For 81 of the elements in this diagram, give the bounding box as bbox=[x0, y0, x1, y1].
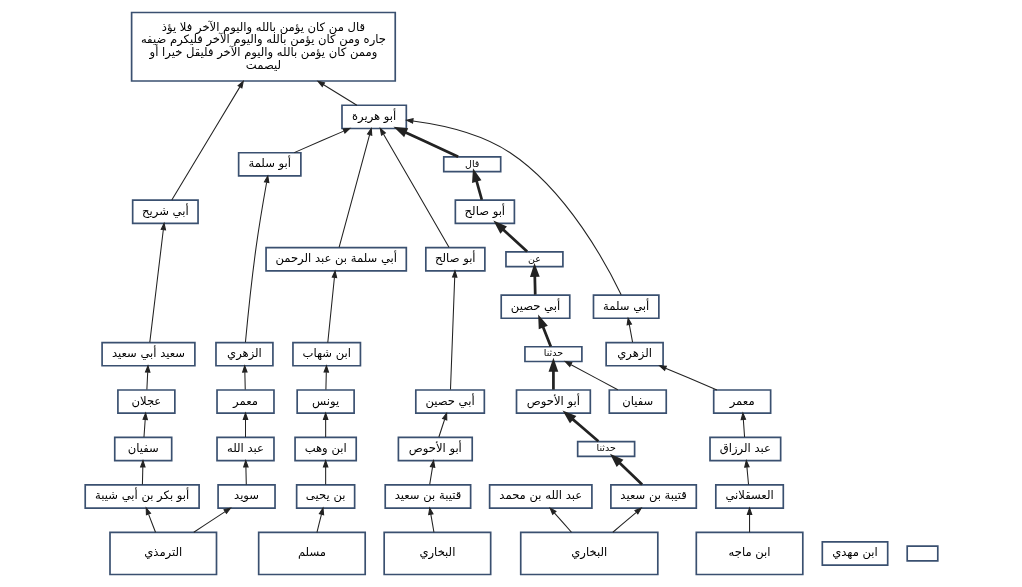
node-box: قتيبة بن سعيد bbox=[609, 484, 697, 509]
node-box: العسقلاني bbox=[714, 484, 784, 509]
arrow bbox=[241, 364, 248, 391]
node-box: أبي سلمة بن عبد الرحمن bbox=[264, 246, 407, 272]
arrow bbox=[322, 364, 329, 391]
arrow bbox=[192, 507, 232, 533]
node-box: ابن شهاب bbox=[291, 341, 361, 367]
arrow bbox=[141, 411, 148, 438]
node-box: قال bbox=[442, 156, 502, 173]
arrow bbox=[170, 79, 244, 201]
arrow bbox=[145, 506, 156, 533]
arrow bbox=[144, 364, 151, 391]
node-box: سفيان bbox=[607, 389, 667, 415]
node-box: عبد الله bbox=[215, 436, 275, 462]
arrow bbox=[626, 316, 633, 343]
arrow bbox=[404, 118, 622, 296]
arrow bbox=[657, 365, 717, 391]
node-box: سعيد أبي سعيد bbox=[100, 341, 196, 367]
arrow bbox=[338, 126, 372, 248]
node-box: البخاري bbox=[519, 531, 659, 576]
node-box: عجلان bbox=[116, 389, 176, 415]
arrow bbox=[393, 126, 459, 158]
node-box: أبو هريرة bbox=[340, 104, 407, 130]
arrow bbox=[492, 220, 528, 253]
node-box: أبو الأحوص bbox=[515, 389, 591, 415]
node-box: الزهري bbox=[604, 341, 664, 367]
node-box: أبي شريح bbox=[131, 199, 199, 225]
node-box: عن bbox=[504, 251, 564, 268]
node-box: أبي سلمة bbox=[592, 294, 660, 320]
arrow bbox=[529, 262, 540, 295]
node-box: بن يحيى bbox=[295, 484, 355, 509]
node-box: الزهري bbox=[214, 341, 274, 367]
arrow bbox=[548, 357, 558, 390]
arrow bbox=[609, 453, 643, 486]
node-box: ابن ماجه bbox=[694, 531, 804, 576]
arrow bbox=[562, 410, 599, 443]
node-box: عبد الله بن محمد bbox=[488, 484, 593, 509]
node-box: عبد الرزاق bbox=[708, 436, 781, 462]
node-box: الترمذي bbox=[108, 531, 217, 576]
node-box: معمر bbox=[712, 389, 771, 415]
node-box: حدثنا bbox=[576, 440, 635, 458]
node-box: سفيان bbox=[113, 436, 173, 462]
arrow bbox=[242, 459, 249, 485]
arrow bbox=[148, 221, 166, 343]
node-box: أبو بكر بن أبي شيبة bbox=[83, 484, 200, 509]
node-box: سويد bbox=[216, 484, 276, 509]
arrow bbox=[242, 411, 248, 438]
arrow bbox=[322, 411, 329, 438]
node-box: ابن وهب bbox=[293, 436, 357, 462]
arrow bbox=[427, 506, 434, 533]
arrow bbox=[563, 360, 618, 391]
node-box: أبو سلمة bbox=[237, 151, 302, 177]
arrow bbox=[326, 269, 337, 343]
node-box: أبو الأحوص bbox=[397, 436, 473, 462]
node-box: يونس bbox=[295, 389, 355, 415]
arrow bbox=[428, 459, 435, 485]
node-box: ابن مهدي bbox=[820, 541, 889, 566]
arrow bbox=[437, 411, 447, 438]
arrow bbox=[293, 127, 351, 154]
node-box: حدثنا bbox=[523, 345, 583, 363]
node-box: أبي حصين bbox=[499, 294, 571, 320]
node-box: قتيبة بن سعيد bbox=[383, 484, 471, 509]
arrow bbox=[315, 506, 324, 533]
arrow bbox=[548, 506, 572, 533]
arrow bbox=[743, 459, 750, 485]
node-box: أبو صالح bbox=[454, 199, 515, 225]
node-box: أبو صالح bbox=[424, 246, 486, 272]
arrow bbox=[316, 80, 357, 106]
arrow bbox=[378, 127, 449, 248]
arrow bbox=[739, 411, 746, 438]
node-box bbox=[905, 545, 939, 562]
arrow bbox=[611, 507, 642, 533]
arrow bbox=[471, 168, 483, 201]
arrow bbox=[244, 174, 269, 343]
arrow bbox=[449, 269, 458, 391]
node-box: قال من كان يؤمن بالله واليوم الآخر فلا يؤذ جاره ومن كان يؤمن بالله واليوم الآخر فليكرم ضيفه وممن كان يؤمن بالله واليوم الآخر فليقل خيرا أو ليصمت bbox=[130, 11, 396, 82]
node-box: أبي حصين bbox=[414, 389, 485, 415]
node-box: مسلم bbox=[257, 531, 366, 576]
node-box: معمر bbox=[215, 389, 275, 415]
node-box: البخاري bbox=[382, 531, 491, 576]
arrow bbox=[537, 314, 552, 347]
